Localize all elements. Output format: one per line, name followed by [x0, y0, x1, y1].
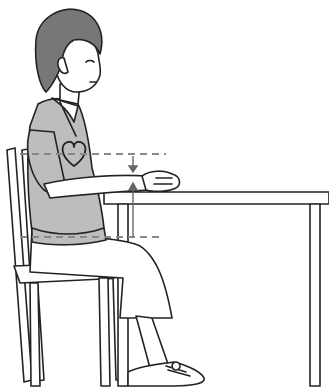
table-top: [104, 192, 329, 204]
hand: [142, 171, 179, 191]
chair-front-leg: [99, 278, 110, 386]
shoe-lace-knot: [172, 362, 180, 370]
down-arrow-icon: [129, 166, 137, 172]
table-leg-back: [310, 204, 320, 386]
shin: [136, 316, 168, 368]
chair-rear-leg: [30, 283, 40, 386]
